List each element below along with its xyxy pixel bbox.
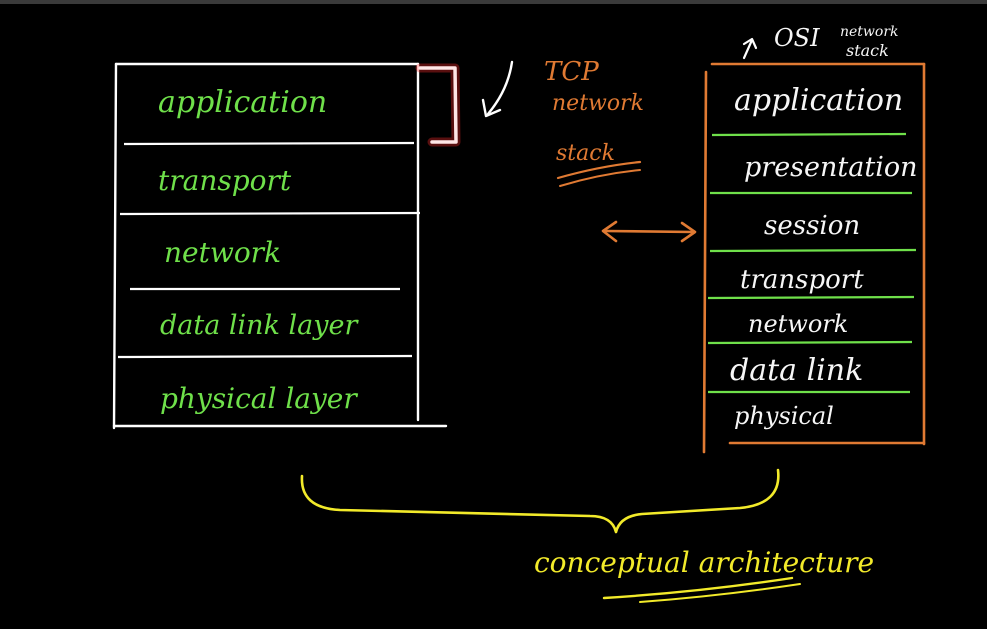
- tcp-layer-label: data link layer: [160, 310, 359, 341]
- osi-divider: [709, 248, 917, 253]
- osi-note-line1: OSI: [774, 24, 820, 52]
- tcp-note-line1: TCP: [544, 57, 599, 87]
- osi-divider: [711, 132, 907, 137]
- osi-layer-label: session: [764, 211, 860, 241]
- curved-arrow-icon: [481, 60, 514, 118]
- tcp-layer-label: application: [158, 85, 327, 120]
- osi-divider: [707, 295, 915, 300]
- double-headed-arrow-icon: [601, 220, 697, 243]
- tcp-stack: application transport network data link …: [112, 62, 448, 430]
- osi-layer-label: transport: [740, 265, 864, 295]
- tcp-stack-note: TCP network stack: [544, 57, 644, 187]
- tcp-layer-label: network: [164, 236, 281, 269]
- brace-label-underline: [639, 583, 801, 603]
- top-bar: [0, 0, 987, 4]
- tcp-note-underline: [559, 169, 641, 187]
- tcp-divider: [119, 211, 421, 216]
- tcp-stack-left-border: [112, 62, 118, 430]
- osi-divider: [707, 340, 913, 345]
- tcp-note-underline: [556, 160, 642, 180]
- osi-note-line2: network: [840, 24, 899, 40]
- brace-icon: [300, 468, 780, 534]
- osi-stack-left-border: [702, 70, 708, 454]
- tcp-layer-label: physical layer: [160, 382, 358, 415]
- tcp-divider: [117, 354, 413, 359]
- brace-label-underline: [602, 576, 794, 600]
- bracket-icon: [415, 63, 461, 147]
- osi-layer-label: application: [734, 83, 903, 118]
- osi-layer-label: network: [748, 310, 848, 338]
- osi-layer-label: presentation: [744, 152, 917, 183]
- tcp-note-line2: network: [552, 91, 644, 116]
- osi-layer-label: physical: [734, 402, 834, 430]
- tcp-divider: [123, 141, 415, 146]
- osi-note-line3: stack: [846, 41, 889, 60]
- up-arrow-icon: [742, 37, 758, 60]
- osi-stack: OSI network stack application presentati…: [702, 24, 926, 454]
- tcp-note-line3: stack: [556, 141, 615, 166]
- osi-layer-label: data link: [730, 353, 863, 388]
- tcp-layer-label: transport: [158, 164, 292, 197]
- brace-label: conceptual architecture: [534, 546, 874, 579]
